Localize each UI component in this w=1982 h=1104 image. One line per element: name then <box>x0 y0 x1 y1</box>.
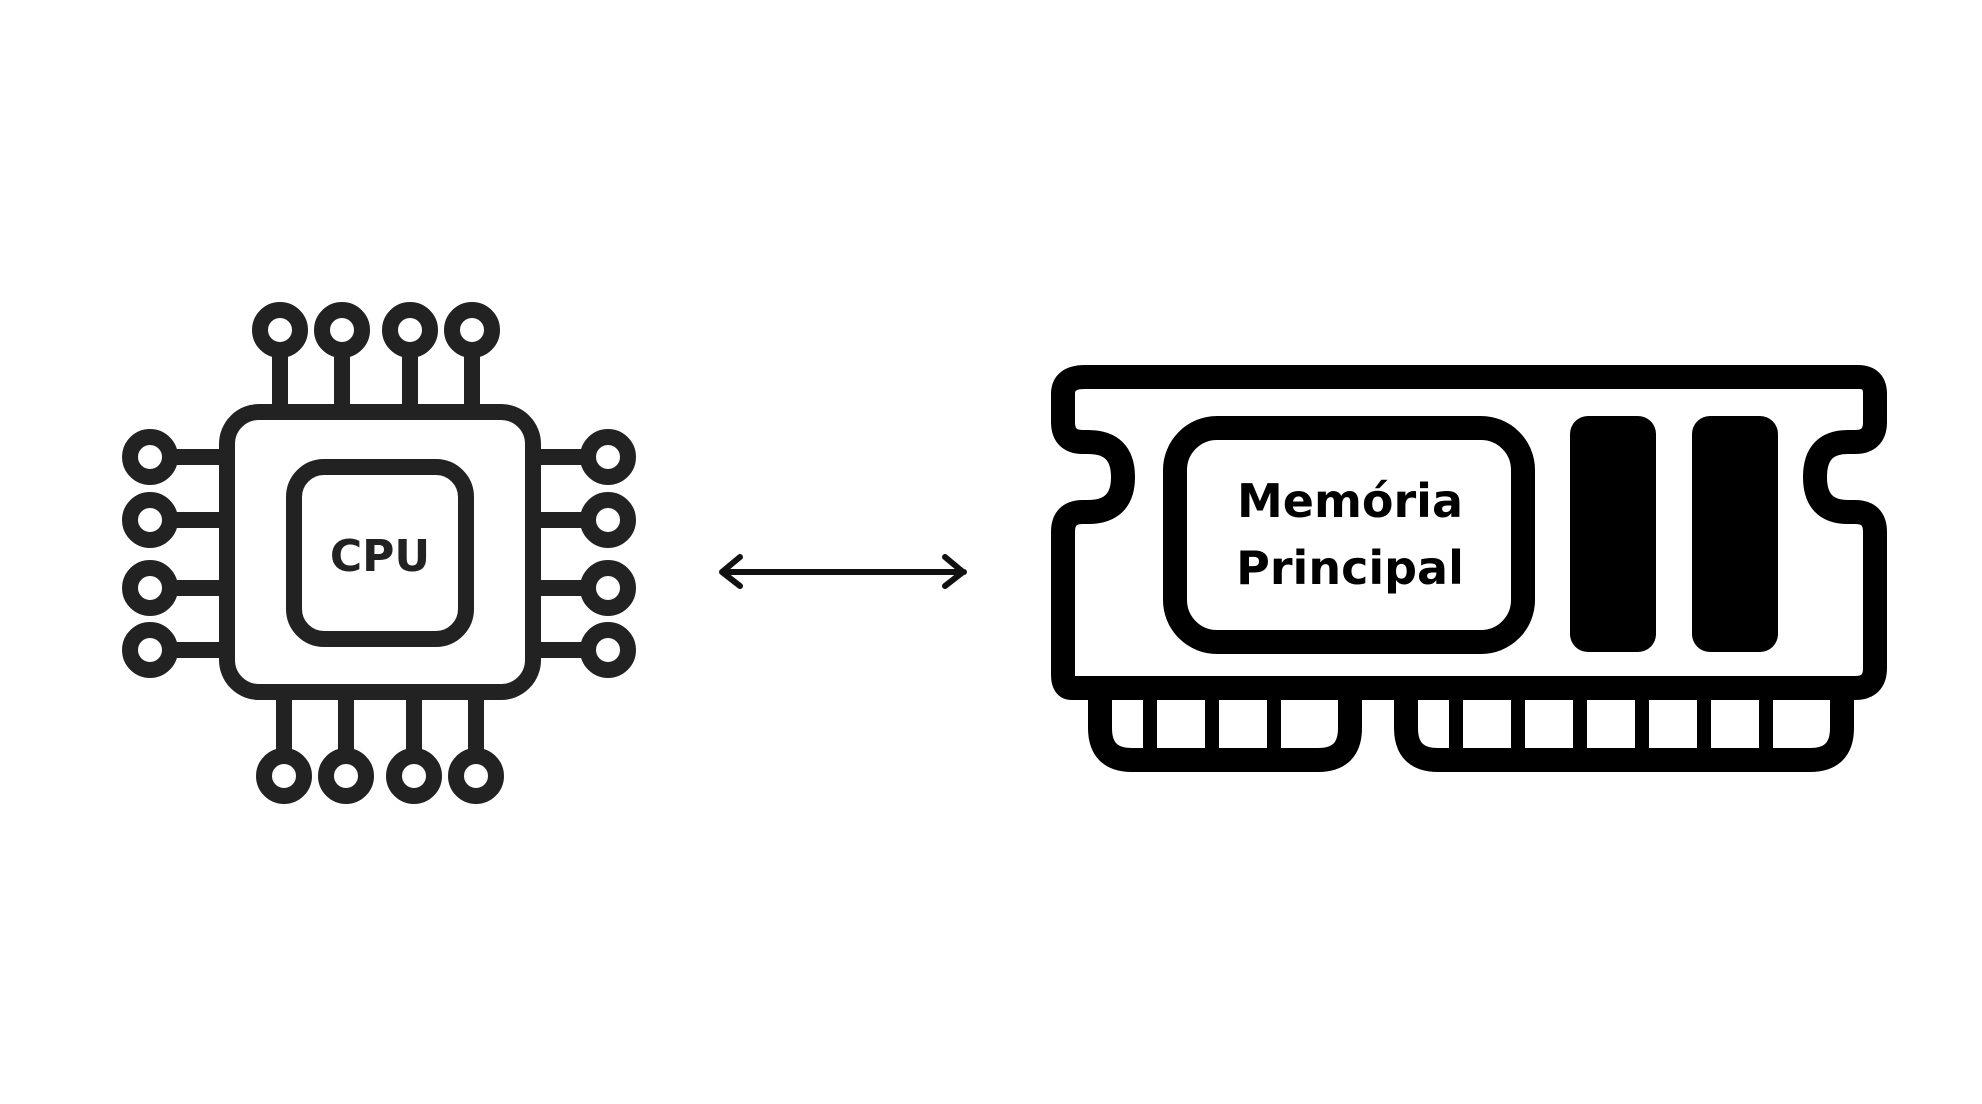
cpu-right-pins <box>525 429 636 678</box>
ram-board <box>1051 365 1887 700</box>
memory-label-line1: Memória <box>1237 474 1463 528</box>
cpu-bottom-pins <box>256 684 504 804</box>
double-arrow-icon <box>719 554 967 589</box>
arrow-head-left <box>719 554 743 589</box>
cpu-core <box>286 459 474 647</box>
ram-chip-1 <box>1570 416 1656 652</box>
memory-label-line2: Principal <box>1236 541 1464 595</box>
ram-contact-pins <box>1143 700 1773 752</box>
ram-module-icon <box>1051 365 1887 772</box>
arrow-head-right <box>942 554 966 589</box>
cpu-top-pins <box>252 302 500 420</box>
ram-contact-strip <box>1088 688 1854 772</box>
ram-chip-2 <box>1692 416 1778 652</box>
cpu-left-pins <box>122 429 235 678</box>
cpu-body <box>219 404 541 700</box>
cpu-chip-icon <box>122 302 636 804</box>
cpu-label: CPU <box>330 531 430 582</box>
ram-label-window <box>1163 416 1535 654</box>
